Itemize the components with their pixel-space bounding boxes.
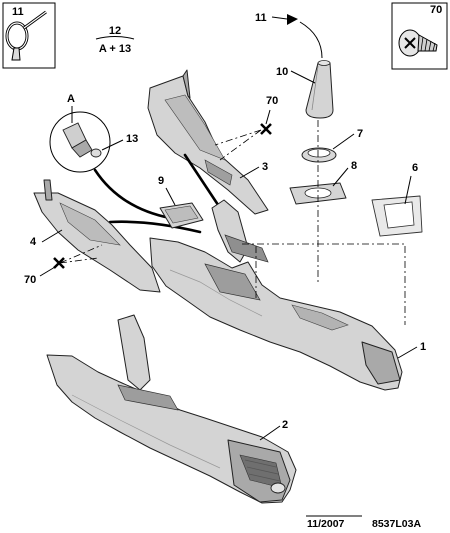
detail-a: [49, 111, 111, 173]
callout-9-leader: [165, 187, 176, 206]
footer-ref: 8537L03A: [372, 518, 421, 530]
inset-box-cable-tie: [2, 2, 56, 69]
callout-8: 8: [351, 160, 357, 172]
callout-7-leader: [332, 133, 355, 150]
part-2-lower-console: [46, 314, 297, 504]
screw-path-lower: [59, 244, 103, 264]
part-6-trim-frame: [371, 195, 423, 237]
cable-tie-icon: [5, 10, 47, 61]
kit-label-top: 12: [109, 25, 121, 37]
wire-lower: [108, 220, 202, 234]
footer: 11/2007 8537L03A: [306, 515, 421, 530]
callout-10-leader: [290, 70, 316, 84]
screw-marker-icon: [53, 257, 65, 269]
part-7-ring: [301, 147, 337, 163]
callout-13-leader: [101, 139, 124, 151]
wire-left: [93, 168, 172, 220]
callout-70-box: 70: [430, 4, 442, 16]
callout-8-leader: [332, 167, 349, 187]
kit-label-bottom: A + 13: [99, 43, 131, 55]
arrow-head-icon: [287, 14, 298, 25]
screw-icon: [398, 29, 438, 57]
callout-11-leader: [271, 16, 288, 20]
callout-3-leader: [239, 166, 260, 179]
callout-6-leader: [404, 175, 412, 205]
part-10-gear-boot: [305, 60, 334, 119]
callout-2-leader: [259, 425, 281, 441]
callout-a: A: [67, 93, 75, 105]
callout-1-leader: [397, 346, 418, 359]
screw-marker-icon: [260, 123, 272, 135]
callout-70-upper: 70: [266, 95, 278, 107]
inset-screw: 70: [391, 2, 448, 70]
callout-2: 2: [282, 419, 288, 431]
part-4-side-panel: [33, 179, 161, 293]
callout-9: 9: [158, 175, 164, 187]
kit-label: 12 A + 13: [95, 25, 135, 55]
callout-70-lower-leader: [39, 266, 56, 277]
part-3-front-panel: [147, 69, 269, 215]
callout-3: 3: [262, 161, 268, 173]
callout-11-arrow: 11: [255, 12, 267, 24]
callout-11-box: 11: [12, 6, 24, 18]
callout-10: 10: [276, 66, 288, 78]
part-1-main-console: [149, 199, 403, 391]
footer-date: 11/2007: [307, 518, 345, 530]
callout-6: 6: [412, 162, 418, 174]
callout-13: 13: [126, 133, 138, 145]
callout-11-curve: [299, 21, 323, 59]
inset-cable-tie: 11: [2, 2, 56, 69]
callout-70-upper-leader: [265, 109, 271, 125]
part-9-cover: [159, 202, 204, 229]
callout-7: 7: [357, 128, 363, 140]
callout-4-leader: [41, 229, 63, 243]
callout-1: 1: [420, 341, 426, 353]
assembly-line-1: [242, 243, 406, 325]
callout-4: 4: [30, 236, 37, 248]
kit-label-brace: [95, 36, 135, 40]
callout-70-lower: 70: [24, 274, 36, 286]
screw-path-upper: [214, 129, 262, 161]
